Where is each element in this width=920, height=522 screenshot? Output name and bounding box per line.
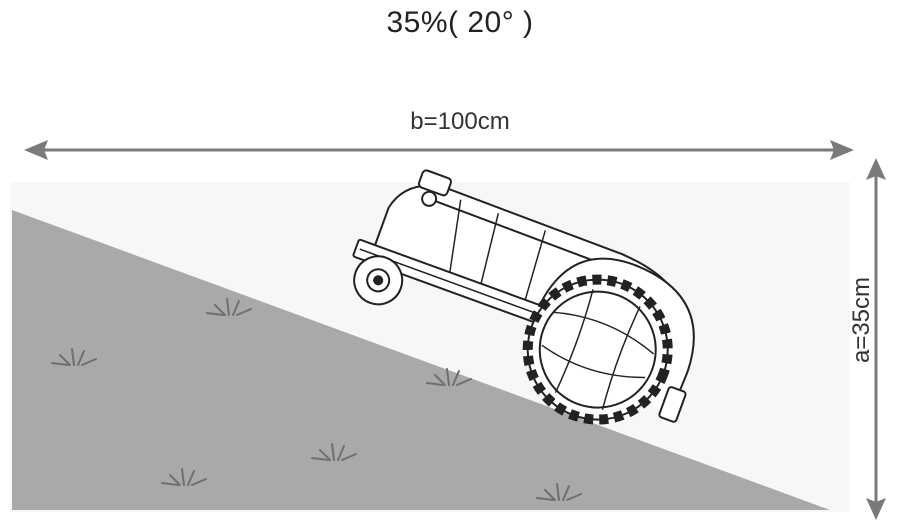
grass-tuft-icon [311, 443, 357, 461]
width-label: b=100cm [410, 108, 510, 135]
grass-tuft-icon [206, 298, 252, 316]
slope-surface [12, 210, 830, 510]
slope-title: 35%( 20° ) [386, 6, 534, 39]
grass-tuft-icon [161, 468, 207, 486]
grass-tuft-icon [51, 348, 97, 366]
grass-tuft-icon [536, 483, 582, 501]
grass-tuft-icon [426, 368, 472, 386]
robot-mower-icon [352, 169, 695, 425]
double-arrow-horizontal-icon [24, 140, 854, 160]
double-arrow-vertical-icon [866, 158, 886, 520]
